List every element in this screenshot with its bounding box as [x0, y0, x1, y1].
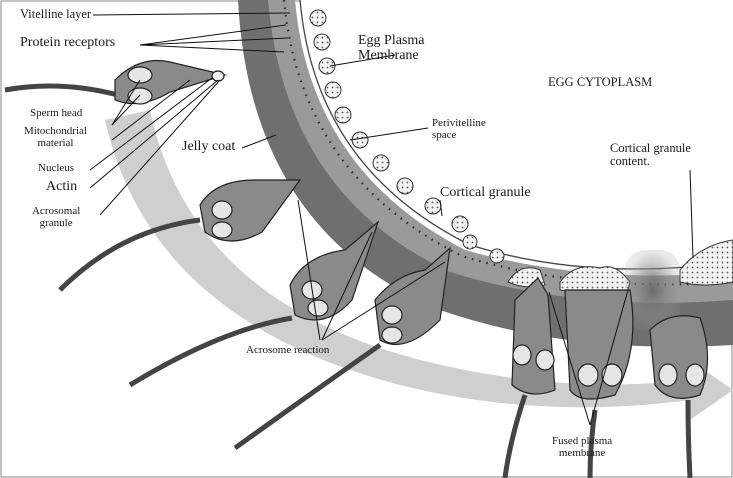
label-egg-cytoplasm: EGG CYTOPLASM [548, 76, 652, 89]
label-perivitelline-space: Perivitelline space [432, 118, 486, 141]
label-jelly-coat: Jelly coat [182, 140, 235, 155]
label-nucleus: Nucleus [38, 163, 74, 175]
label-acrosomal-granule: Acrosomal granule [32, 206, 80, 229]
label-acrosome-reaction: Acrosome reaction [246, 345, 329, 357]
label-mitochondrial-material: Mitochondrial material [24, 126, 87, 149]
label-protein-receptors: Protein receptors [20, 36, 115, 51]
label-fused-plasma-membrane: Fused plasma membrane [552, 436, 612, 459]
label-cortical-granule: Cortical granule [440, 186, 531, 201]
label-actin: Actin [46, 180, 77, 195]
label-egg-plasma-membrane: Egg Plasma Membrane [358, 34, 425, 63]
label-vitelline-layer: Vitelline layer [20, 8, 91, 21]
label-sperm-head: Sperm head [30, 108, 82, 120]
label-cortical-granule-content: Cortical granule content. [610, 142, 691, 168]
